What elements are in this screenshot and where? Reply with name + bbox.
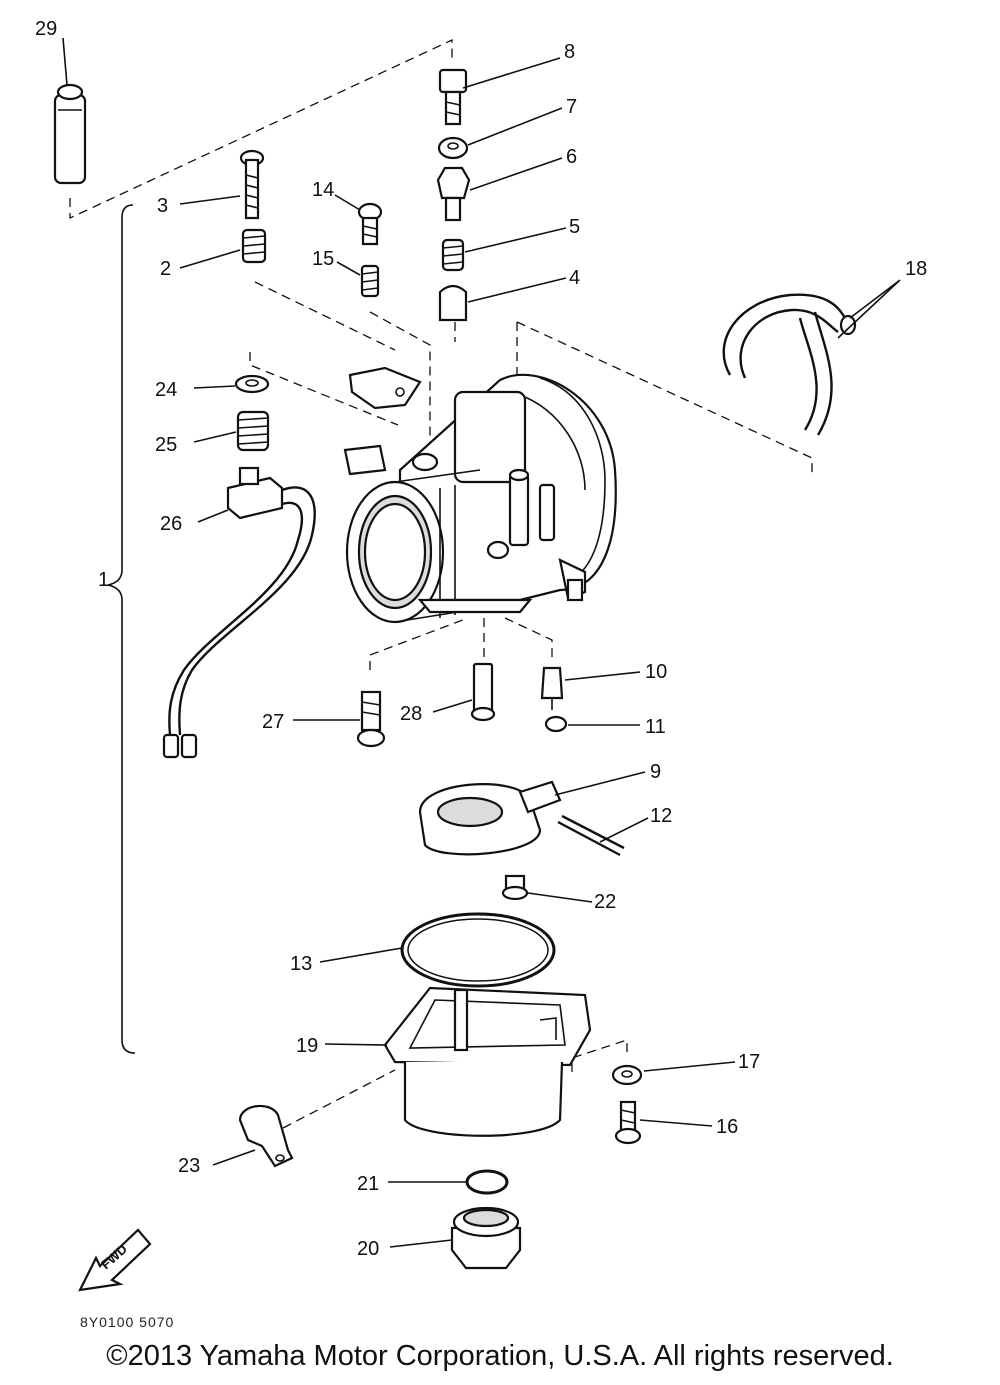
callout-10: 10 bbox=[645, 661, 667, 683]
callout-4: 4 bbox=[569, 267, 580, 289]
part-19-float-bowl bbox=[383, 986, 592, 1137]
callout-7: 7 bbox=[566, 96, 577, 118]
part-24-washer bbox=[234, 374, 270, 394]
part-4-plunger-cap bbox=[438, 284, 468, 322]
part-3-screw bbox=[239, 149, 265, 220]
callout-labels: 29 3 2 14 15 8 7 6 5 4 18 24 25 26 1 27 … bbox=[35, 18, 927, 1260]
callout-29: 29 bbox=[35, 18, 57, 40]
part-16-screw bbox=[614, 1100, 642, 1145]
dashed-guides bbox=[69, 38, 813, 1129]
callout-6: 6 bbox=[566, 146, 577, 168]
part-13-gasket bbox=[400, 912, 556, 988]
callout-3: 3 bbox=[157, 195, 168, 217]
callout-23: 23 bbox=[178, 1155, 200, 1177]
callout-1: 1 bbox=[98, 569, 109, 591]
part-15-spring bbox=[360, 264, 380, 298]
callout-5: 5 bbox=[569, 216, 580, 238]
callout-24: 24 bbox=[155, 379, 177, 401]
part-22-jet bbox=[501, 874, 529, 901]
part-26-choke-solenoid bbox=[162, 466, 316, 759]
part-29-pipe bbox=[53, 83, 87, 185]
part-9-float bbox=[418, 780, 562, 856]
callout-27: 27 bbox=[262, 711, 284, 733]
callout-11: 11 bbox=[645, 716, 666, 738]
part-14-screw bbox=[357, 202, 383, 246]
callout-22: 22 bbox=[594, 891, 616, 913]
part-27-jet bbox=[356, 690, 386, 748]
part-5-spring bbox=[441, 238, 465, 272]
copyright-notice: ©2013 Yamaha Motor Corporation, U.S.A. A… bbox=[106, 1340, 894, 1372]
callout-15: 15 bbox=[312, 248, 334, 270]
part-20-drain-plug bbox=[450, 1206, 522, 1270]
part-23-clamp bbox=[238, 1104, 294, 1168]
callout-13: 13 bbox=[290, 953, 312, 975]
callout-17: 17 bbox=[738, 1051, 760, 1073]
callout-18: 18 bbox=[905, 258, 927, 280]
callout-26: 26 bbox=[160, 513, 182, 535]
callout-28: 28 bbox=[400, 703, 422, 725]
assembly-bracket bbox=[107, 204, 136, 1054]
callout-8: 8 bbox=[564, 41, 575, 63]
callout-14: 14 bbox=[312, 179, 334, 201]
part-2-spring bbox=[241, 228, 267, 264]
part-11-clip bbox=[544, 715, 568, 733]
part-18-hose bbox=[722, 293, 857, 436]
callout-16: 16 bbox=[716, 1116, 738, 1138]
drawing-code: 8Y0100 5070 bbox=[80, 1314, 174, 1330]
part-28-jet bbox=[470, 662, 496, 722]
part-17-nut bbox=[611, 1064, 643, 1086]
fwd-arrow-icon: FWD bbox=[78, 1228, 152, 1292]
callout-19: 19 bbox=[296, 1035, 318, 1057]
part-21-o-ring bbox=[465, 1169, 509, 1195]
part-6-plunger bbox=[436, 166, 471, 222]
part-7-nut bbox=[437, 136, 469, 160]
callout-25: 25 bbox=[155, 434, 177, 456]
part-25-spring bbox=[236, 410, 270, 452]
callout-21: 21 bbox=[357, 1173, 379, 1195]
part-10-needle-valve bbox=[540, 666, 564, 710]
part-12-pin bbox=[557, 814, 625, 857]
callout-9: 9 bbox=[650, 761, 661, 783]
part-1-carburetor-body bbox=[343, 366, 617, 624]
callout-20: 20 bbox=[357, 1238, 379, 1260]
leader-lines bbox=[62, 37, 901, 1248]
callout-2: 2 bbox=[160, 258, 171, 280]
part-8-bolt bbox=[438, 68, 468, 126]
callout-12: 12 bbox=[650, 805, 672, 827]
